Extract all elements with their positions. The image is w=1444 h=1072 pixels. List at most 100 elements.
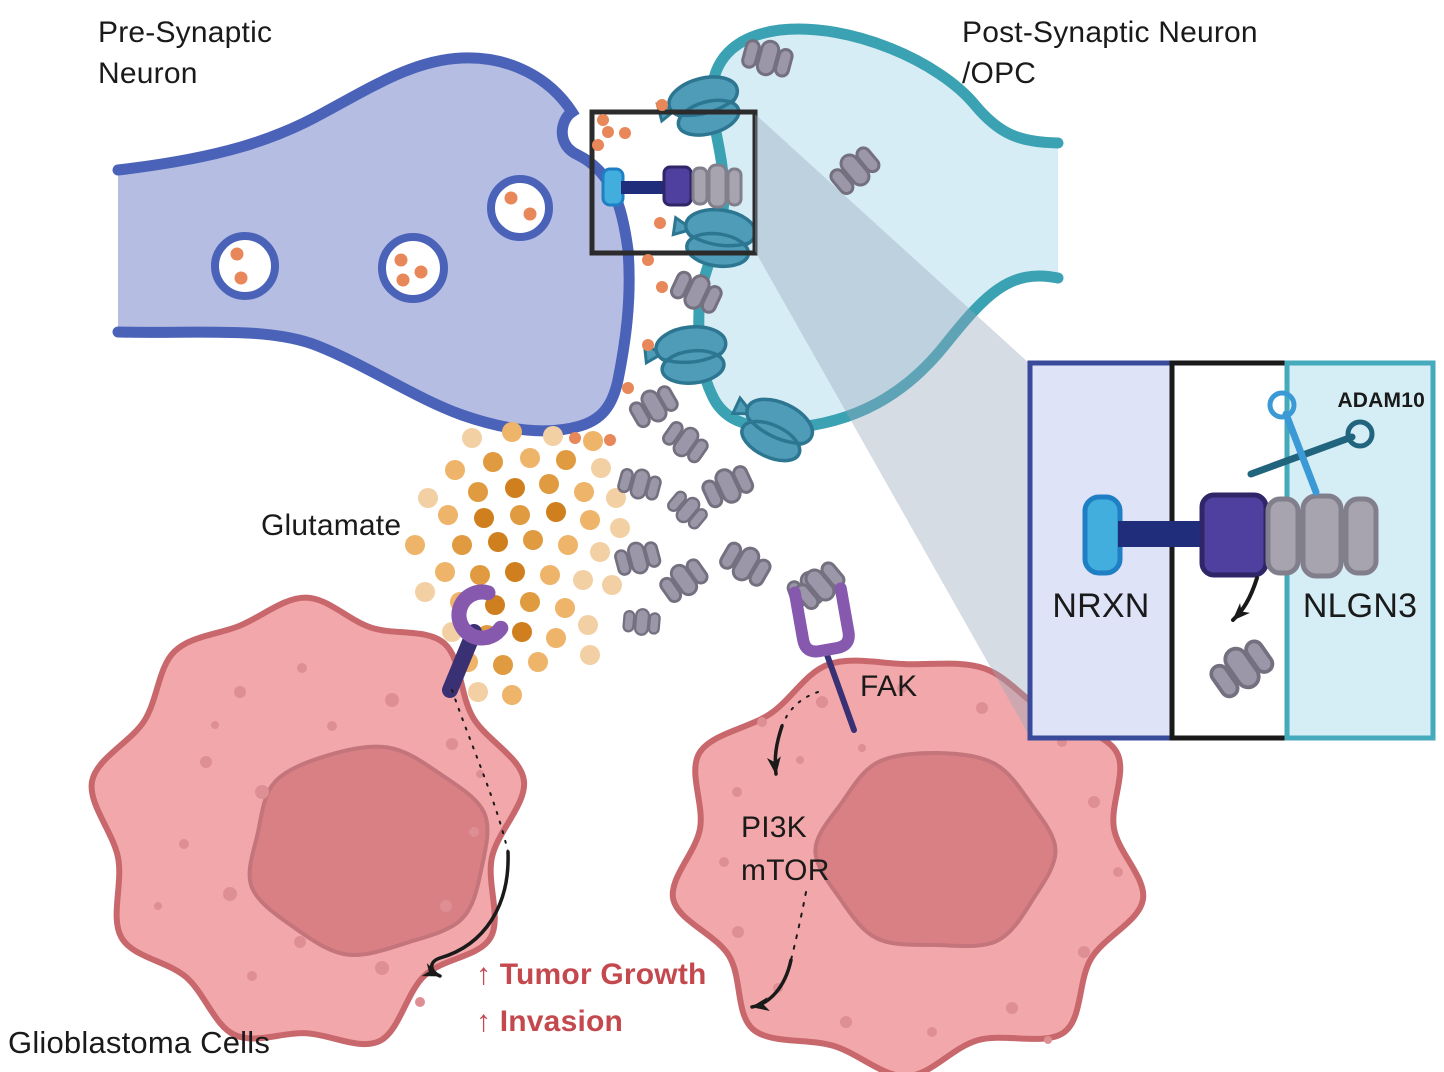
- glutamate-dot: [468, 482, 488, 502]
- glutamate-dot: [488, 532, 508, 552]
- nlgn3-ectodomain: [1300, 493, 1344, 579]
- glutamate-dot: [502, 685, 522, 705]
- cell-speckle: [927, 1027, 937, 1037]
- glutamate-dot: [452, 535, 472, 555]
- glutamate-dot: [555, 598, 575, 618]
- glutamate-dot: [546, 628, 566, 648]
- cell-speckle: [816, 696, 828, 708]
- cell-speckle: [234, 686, 246, 698]
- synapse-zoom-box: [589, 109, 758, 256]
- zoom-box-outline: [589, 109, 758, 256]
- glutamate-dot: [610, 518, 630, 538]
- glutamate-dot: [405, 535, 425, 555]
- nlgn3-core-small: [662, 165, 693, 207]
- glutamate-dot: [606, 488, 626, 508]
- cell-speckle: [732, 787, 742, 797]
- glutamate-dot: [602, 126, 614, 138]
- glutamate-dot: [546, 502, 566, 522]
- glutamate-dot: [438, 505, 458, 525]
- nlgn3-fragment-icon: [719, 541, 772, 587]
- pre-neuron-membrane: [112, 52, 635, 437]
- glioblastoma-cells-label: Glioblastoma Cells: [8, 1025, 271, 1060]
- scissors-icon: [1247, 390, 1375, 496]
- glutamate-dot: [619, 127, 631, 139]
- glutamate-dot: [462, 428, 482, 448]
- glutamate-dot: [418, 488, 438, 508]
- cell-speckle: [294, 936, 306, 948]
- glutamate-dot: [468, 682, 488, 702]
- post-neuron-fill: [698, 28, 1058, 429]
- glutamate-dot: [520, 448, 540, 468]
- glutamate-dot: [520, 592, 540, 612]
- nrxn-pill-small: [601, 167, 625, 207]
- nlgn3-fragment-icon: [662, 420, 709, 464]
- pre-synaptic-neuron-shape: [112, 52, 635, 437]
- synaptic-vesicle: [378, 233, 448, 303]
- nrxn-nlgn3-linker: [1118, 521, 1204, 547]
- glutamate-dot: [604, 434, 616, 446]
- nlgn3-fragment-icon: [622, 608, 661, 636]
- fak-to-pi3k-arrow: [766, 724, 784, 776]
- cell-speckle: [446, 738, 458, 750]
- nlgn3-core: [1199, 492, 1269, 578]
- glutamate-dot: [539, 474, 559, 494]
- glutamate-cloud: [405, 422, 630, 705]
- cell-speckle: [1078, 946, 1090, 958]
- glutamate-dot: [543, 426, 563, 446]
- post-synaptic-neuron-label: Post-Synaptic Neuron /OPC: [962, 16, 1258, 90]
- glutamate-dot: [654, 217, 666, 229]
- magnifier-beam: [755, 114, 1030, 737]
- glutamate-dot: [574, 482, 594, 502]
- cell-speckle: [796, 756, 804, 764]
- glutamate-dot: [505, 478, 525, 498]
- cell-speckle: [440, 900, 452, 912]
- nlgn3-fragment-icon: [669, 270, 723, 314]
- nlgn3-ectodomain-small: [707, 163, 728, 209]
- cell-speckle: [1113, 867, 1123, 877]
- glutamate-dot: [656, 99, 668, 111]
- cell-speckle: [211, 721, 219, 729]
- membrane-receptor-icon: [671, 207, 758, 269]
- nlgn3-fragment-icon: [741, 39, 794, 78]
- cell-speckle: [223, 887, 237, 901]
- glutamate-dot: [493, 655, 513, 675]
- signaling-arrows: [421, 689, 819, 1011]
- post-membrane-receptors: [642, 75, 815, 463]
- cell-speckle: [858, 744, 866, 752]
- cell-speckle: [897, 683, 907, 693]
- glutamate-dot: [505, 562, 525, 582]
- cell-speckle: [1088, 796, 1100, 808]
- signal-path-dashed: [451, 689, 509, 853]
- cell-nucleus: [247, 744, 490, 957]
- glutamate-dot: [573, 570, 593, 590]
- nlgn3-ectodomain-small: [726, 167, 743, 207]
- nrxn-pill: [1082, 494, 1123, 576]
- glutamate-dot: [445, 460, 465, 480]
- glutamate-dot: [523, 530, 543, 550]
- nrxn-nlgn3-linker-small: [621, 181, 667, 194]
- membrane-receptor-icon: [642, 325, 728, 385]
- glutamate-dot: [656, 281, 668, 293]
- nlgn3-fragment-icon: [628, 385, 679, 429]
- receptor-stem: [823, 649, 857, 733]
- glutamate-receptor-icon: [451, 584, 509, 646]
- glutamate-dot: [512, 622, 532, 642]
- glutamate-dot: [591, 458, 611, 478]
- nrxn-nlgn3-inset: [1027, 360, 1436, 741]
- nlgn3-fragment-icon: [614, 541, 662, 576]
- synaptic-vesicles: [211, 175, 553, 303]
- glutamate-dot: [590, 542, 610, 562]
- cell-speckle: [1006, 1002, 1018, 1014]
- glutamate-dot: [578, 615, 598, 635]
- glutamate-dot: [642, 254, 654, 266]
- synaptic-vesicle: [487, 175, 553, 241]
- glutamate-dot: [556, 450, 576, 470]
- glutamate-dot: [510, 505, 530, 525]
- glutamate-label: Glutamate: [261, 509, 402, 542]
- cell-speckle: [297, 663, 307, 673]
- glutamate-cleft-dots: [569, 99, 668, 446]
- glutamate-dot: [435, 562, 455, 582]
- nlgn3-fragment-icon: [829, 146, 881, 195]
